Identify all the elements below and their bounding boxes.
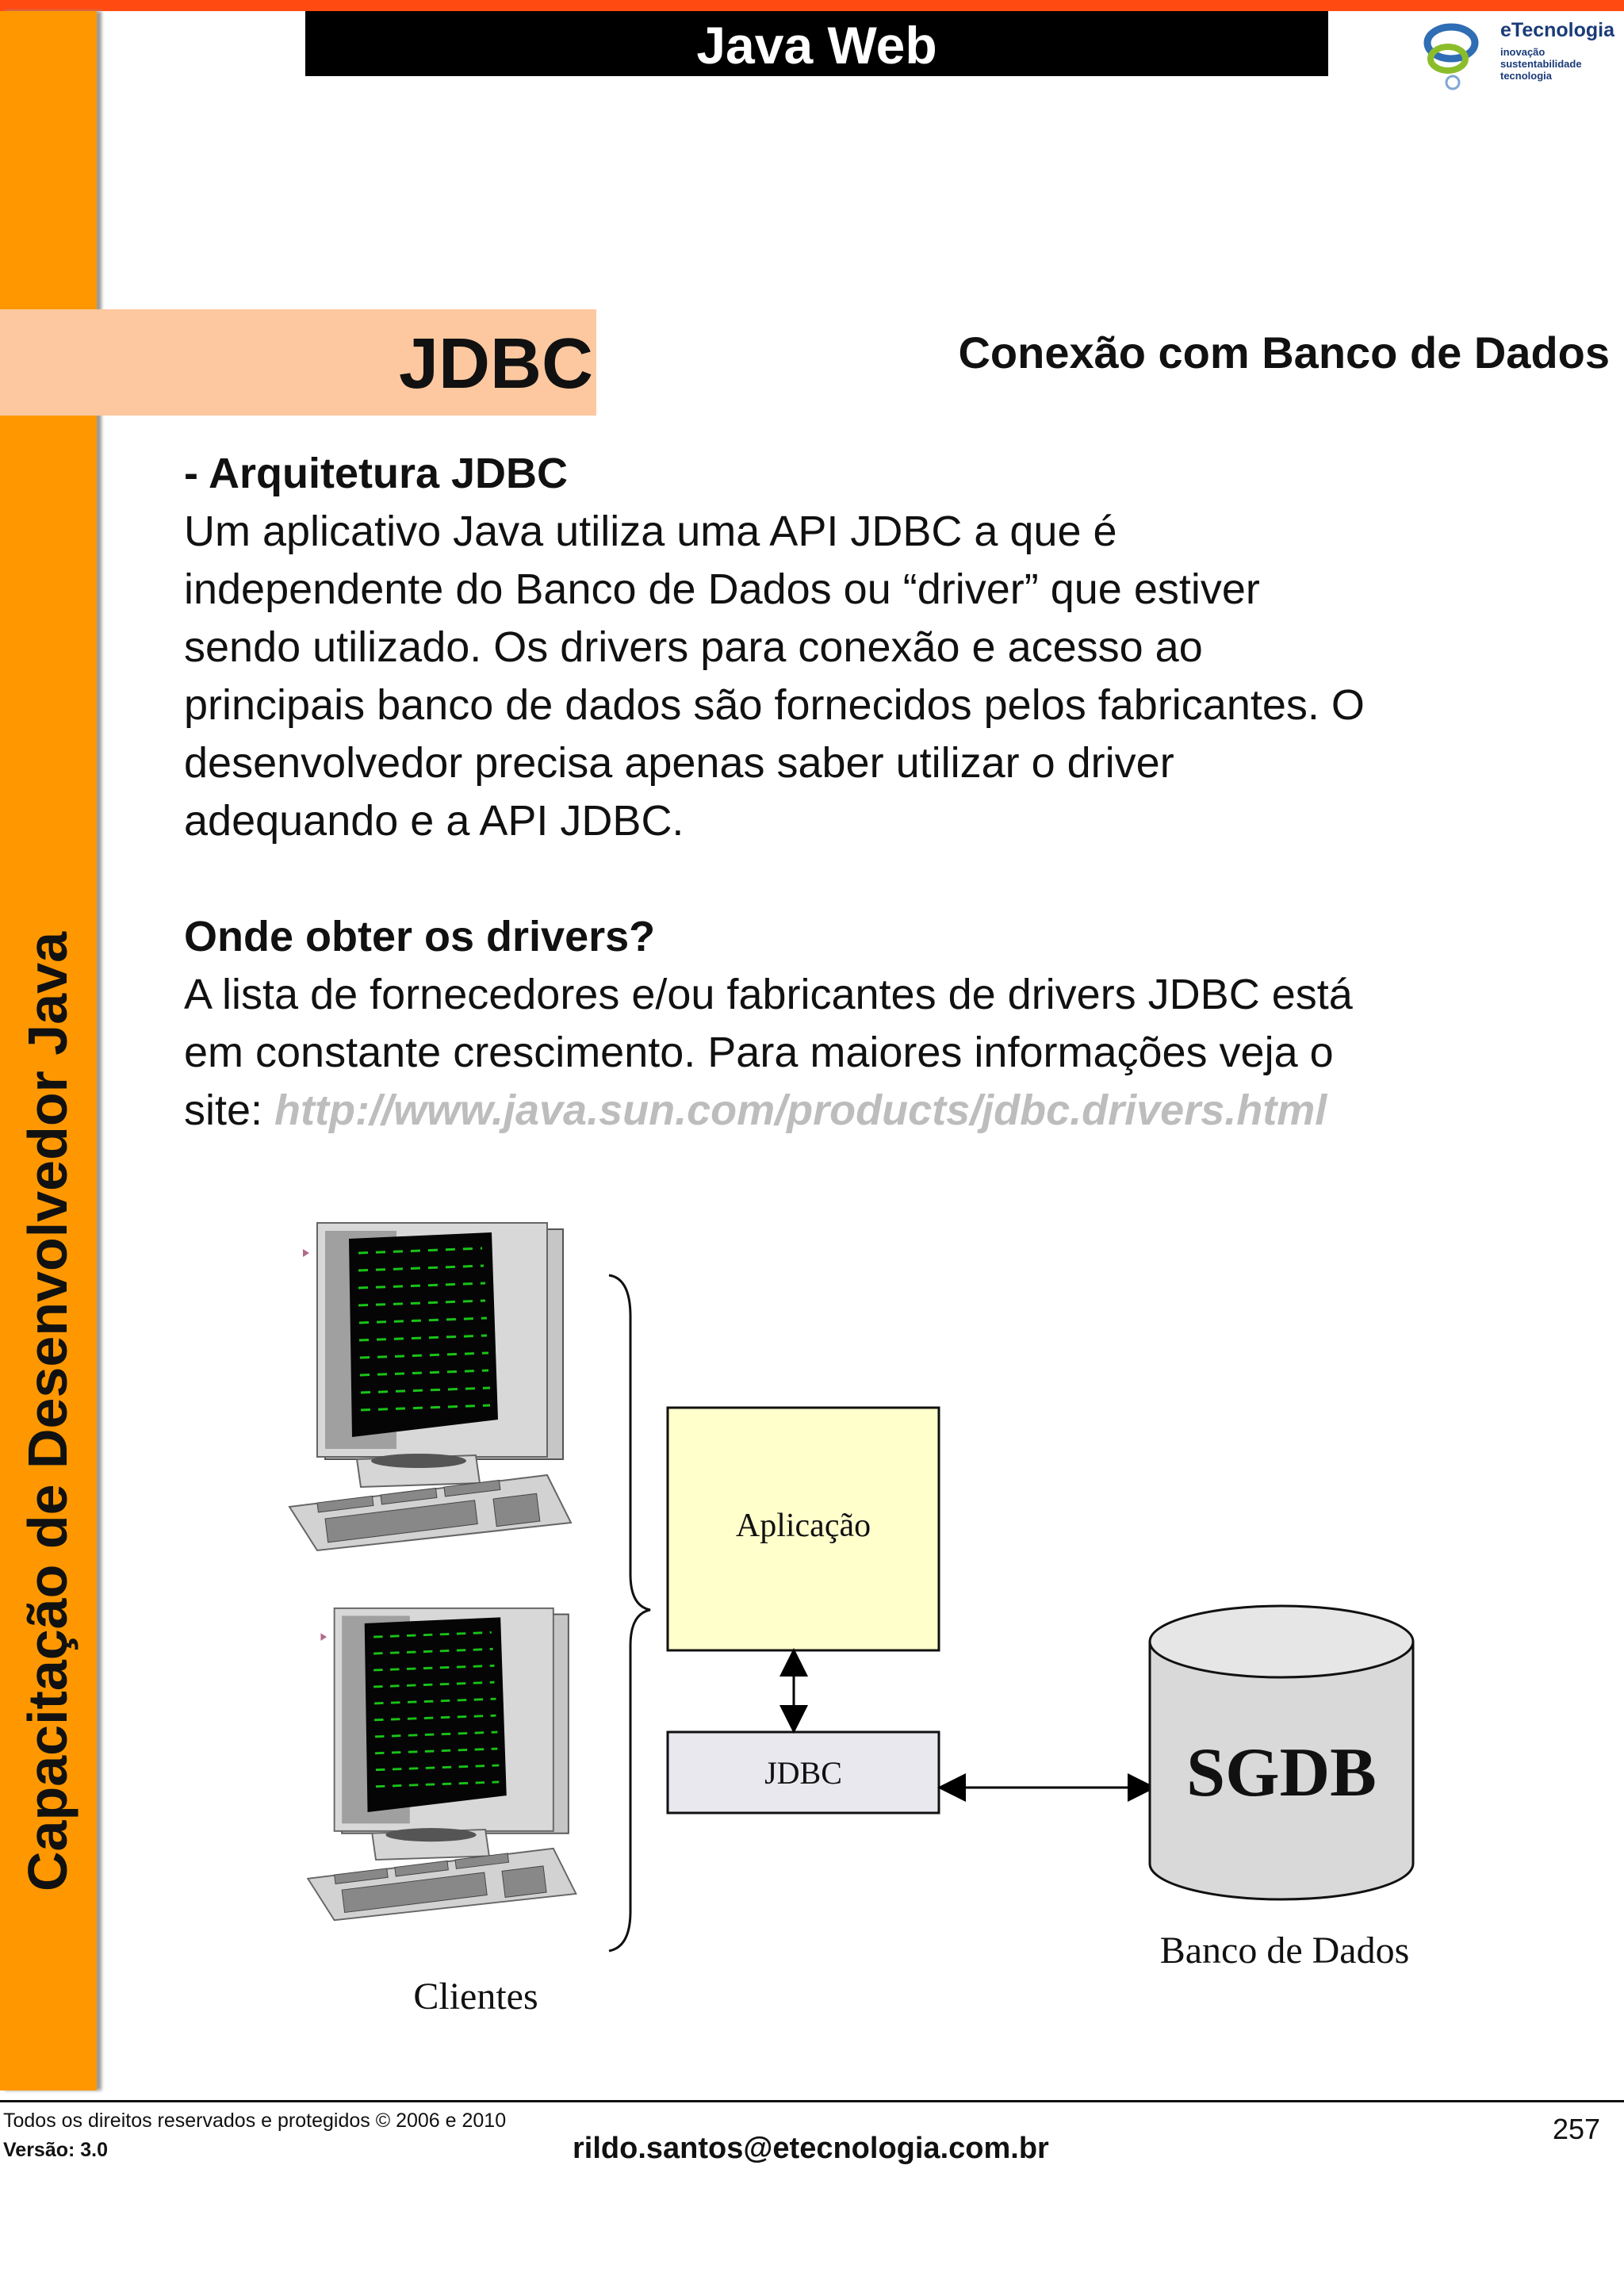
footer-email: rildo.santos@etecnologia.com.br (573, 2132, 1049, 2165)
paragraph-line: em constante crescimento. Para maiores i… (184, 1029, 1334, 1076)
logo-line: sustentabilidade (1500, 58, 1582, 70)
site-prefix: site: (184, 1086, 275, 1134)
header-title: Java Web (305, 11, 1328, 76)
app-box-label: Aplicação (735, 1508, 871, 1544)
jdbc-box-label: JDBC (764, 1755, 842, 1791)
heading-arquitetura: - Arquitetura JDBC (184, 450, 569, 497)
footer-copyright: Todos os direitos reservados e protegido… (3, 2110, 507, 2132)
logo-line: tecnologia (1500, 70, 1553, 82)
jdbc-box (666, 1730, 940, 1815)
clients-caption: Clientes (413, 1976, 538, 2018)
db-label: SGDB (1186, 1734, 1377, 1811)
paragraph-line: desenvolvedor precisa apenas saber utili… (184, 739, 1174, 787)
database-cylinder-icon (1148, 1642, 1415, 1901)
footer-rule (0, 2100, 1624, 2102)
client-computer-icon (306, 1607, 577, 1922)
title-band (0, 309, 596, 416)
db-caption: Banco de Dados (1159, 1930, 1410, 1972)
clients-brace (608, 1274, 651, 1953)
footer-version: Versão: 3.0 (3, 2139, 109, 2161)
page-number: 257 (1553, 2113, 1601, 2145)
logo-name: eTecnologia (1500, 19, 1615, 41)
paragraph-line: Um aplicativo Java utiliza uma API JDBC … (184, 508, 1117, 555)
heading-drivers: Onde obter os drivers? (184, 913, 656, 960)
section-title: JDBC (398, 324, 593, 404)
paragraph-line: adequando e a API JDBC. (184, 797, 684, 845)
app-box (666, 1406, 940, 1652)
top-stripe (0, 0, 1624, 11)
paragraph-line: A lista de fornecedores e/ou fabricantes… (184, 971, 1353, 1018)
architecture-diagram (608, 1274, 1415, 1953)
client-computer-icon (288, 1222, 573, 1552)
drivers-link[interactable]: http://www.java.sun.com/products/jdbc.dr… (274, 1086, 1327, 1134)
paragraph-line: principais banco de dados são fornecidos… (184, 681, 1365, 729)
section-subtitle: Conexão com Banco de Dados (958, 328, 1610, 377)
paragraph-line: sendo utilizado. Os drivers para conexão… (184, 623, 1203, 671)
paragraph-line: independente do Banco de Dados ou “drive… (184, 565, 1260, 613)
logo-line: inovação (1500, 46, 1545, 58)
etecnologia-logo (1423, 23, 1479, 90)
site-line: site: http://www.java.sun.com/products/j… (184, 1082, 1327, 1140)
